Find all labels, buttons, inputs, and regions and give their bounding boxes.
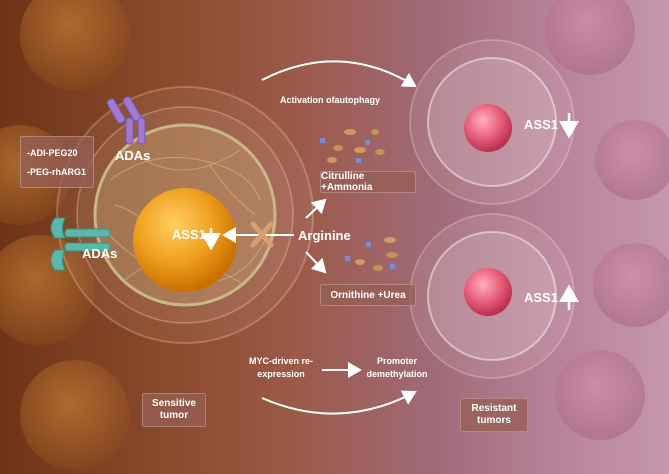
arginine-label: Arginine xyxy=(298,228,351,243)
ornithine-urea-label: Ornithine +Urea xyxy=(330,289,406,301)
molecules-upper xyxy=(320,129,385,163)
adas-top-antibody xyxy=(106,96,146,145)
resistant-top-nucleus xyxy=(464,104,512,152)
resistant-tumor-cell-bottom xyxy=(409,213,575,379)
sensitive-line2: tumor xyxy=(159,410,189,421)
drug-adi-peg20: -ADI-PEG20 xyxy=(27,147,78,158)
citrulline-ammonia-box: Citrulline +Ammonia xyxy=(320,171,416,193)
sensitive-tumor-cell xyxy=(56,86,314,344)
promoter-label: Promoter demethylation xyxy=(362,355,432,381)
sensitive-line1: Sensitive xyxy=(152,398,196,409)
resistant-line2: tumors xyxy=(477,415,511,426)
adas-left-label: ADAs xyxy=(82,246,118,261)
bg-cell-left-1 xyxy=(20,0,130,90)
autophagy-curved-arrow xyxy=(261,60,417,88)
autophagy-label: Activation ofautophagy xyxy=(280,95,381,105)
bg-cell-right-4 xyxy=(555,350,645,440)
ass1-top-label: ASS1 xyxy=(524,117,558,132)
bg-cell-right-2 xyxy=(595,120,669,200)
drug-peg-rharg1: -PEG-rhARG1 xyxy=(27,166,87,177)
sensitive-tumor-box: Sensitive tumor xyxy=(142,393,206,427)
adas-left-antibody xyxy=(50,217,111,271)
drug-list-box: -ADI-PEG20 -PEG-rhARG1 xyxy=(20,136,94,188)
resistance-curved-arrow xyxy=(261,390,417,415)
arginine-to-citrulline-arrow xyxy=(305,198,327,219)
bg-cell-left-4 xyxy=(20,360,130,470)
sensitive-nucleus xyxy=(133,188,237,292)
ass1-sensitive-label: ASS1 xyxy=(172,227,206,242)
resistant-tumors-box: Resistant tumors xyxy=(460,398,528,432)
bg-cell-left-3 xyxy=(0,235,95,345)
promoter-label-line2: demethylation xyxy=(366,369,428,379)
ass1-bottom-label: ASS1 xyxy=(524,290,558,305)
inhibit-x-icon xyxy=(250,221,274,248)
ornithine-urea-box: Ornithine +Urea xyxy=(320,284,416,306)
promoter-label-line1: Promoter xyxy=(376,356,417,366)
myc-label-line2: expression xyxy=(257,369,305,379)
citrulline-ammonia-label: Citrulline +Ammonia xyxy=(321,171,373,193)
myc-label: MYC-driven re- expression xyxy=(236,355,326,381)
molecules-lower xyxy=(345,237,398,271)
resistant-tumor-cell-top xyxy=(409,39,575,205)
resistant-line1: Resistant xyxy=(471,403,517,414)
resistant-bottom-nucleus xyxy=(464,268,512,316)
bg-cell-right-1 xyxy=(545,0,635,75)
arginine-to-ornithine-arrow xyxy=(305,251,327,274)
adas-top-label: ADAs xyxy=(115,148,151,163)
myc-label-line1: MYC-driven re- xyxy=(248,356,313,366)
bg-cell-right-3 xyxy=(593,243,669,327)
